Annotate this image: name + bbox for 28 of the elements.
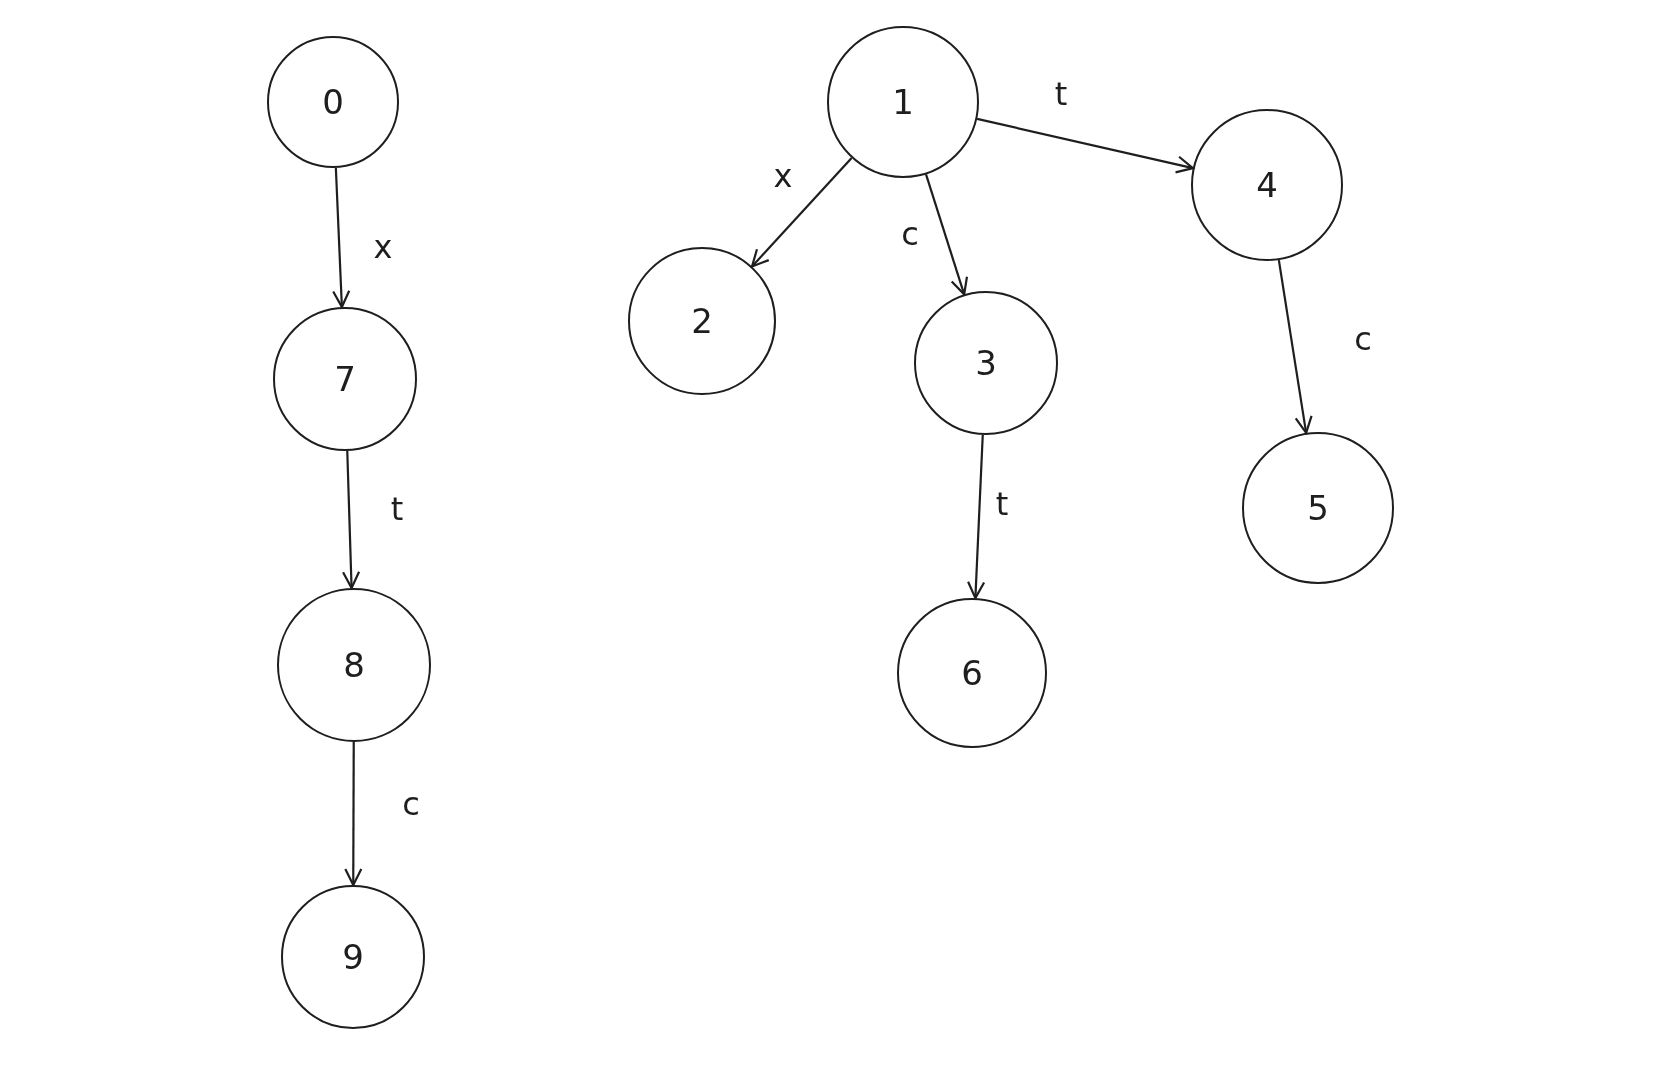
node-number: 4 [1256,165,1278,205]
node-number: 3 [975,343,997,383]
arrow [332,167,351,309]
node-circle [277,588,431,742]
node-circle [1191,109,1343,261]
node-number: 1 [892,82,914,122]
node-number: 8 [343,645,365,685]
arrow [750,157,853,268]
node-number: 9 [342,937,364,977]
node-number: 6 [961,653,983,693]
node-circle [628,247,776,395]
arrow [342,450,361,590]
node-circle [914,291,1058,435]
node-circle [827,26,979,178]
arrow [925,174,969,296]
node-circle [267,36,399,168]
node-number: 5 [1307,488,1329,528]
node-number: 7 [334,359,356,399]
node-circle [273,307,417,451]
arrow [976,117,1194,174]
node-number: 0 [322,82,344,122]
arrow [967,434,986,600]
node-number: 2 [691,301,713,341]
arrow [1277,259,1313,435]
arrow [344,742,363,887]
node-circle [897,598,1047,748]
node-circle [1242,432,1394,584]
node-circle [281,885,425,1029]
